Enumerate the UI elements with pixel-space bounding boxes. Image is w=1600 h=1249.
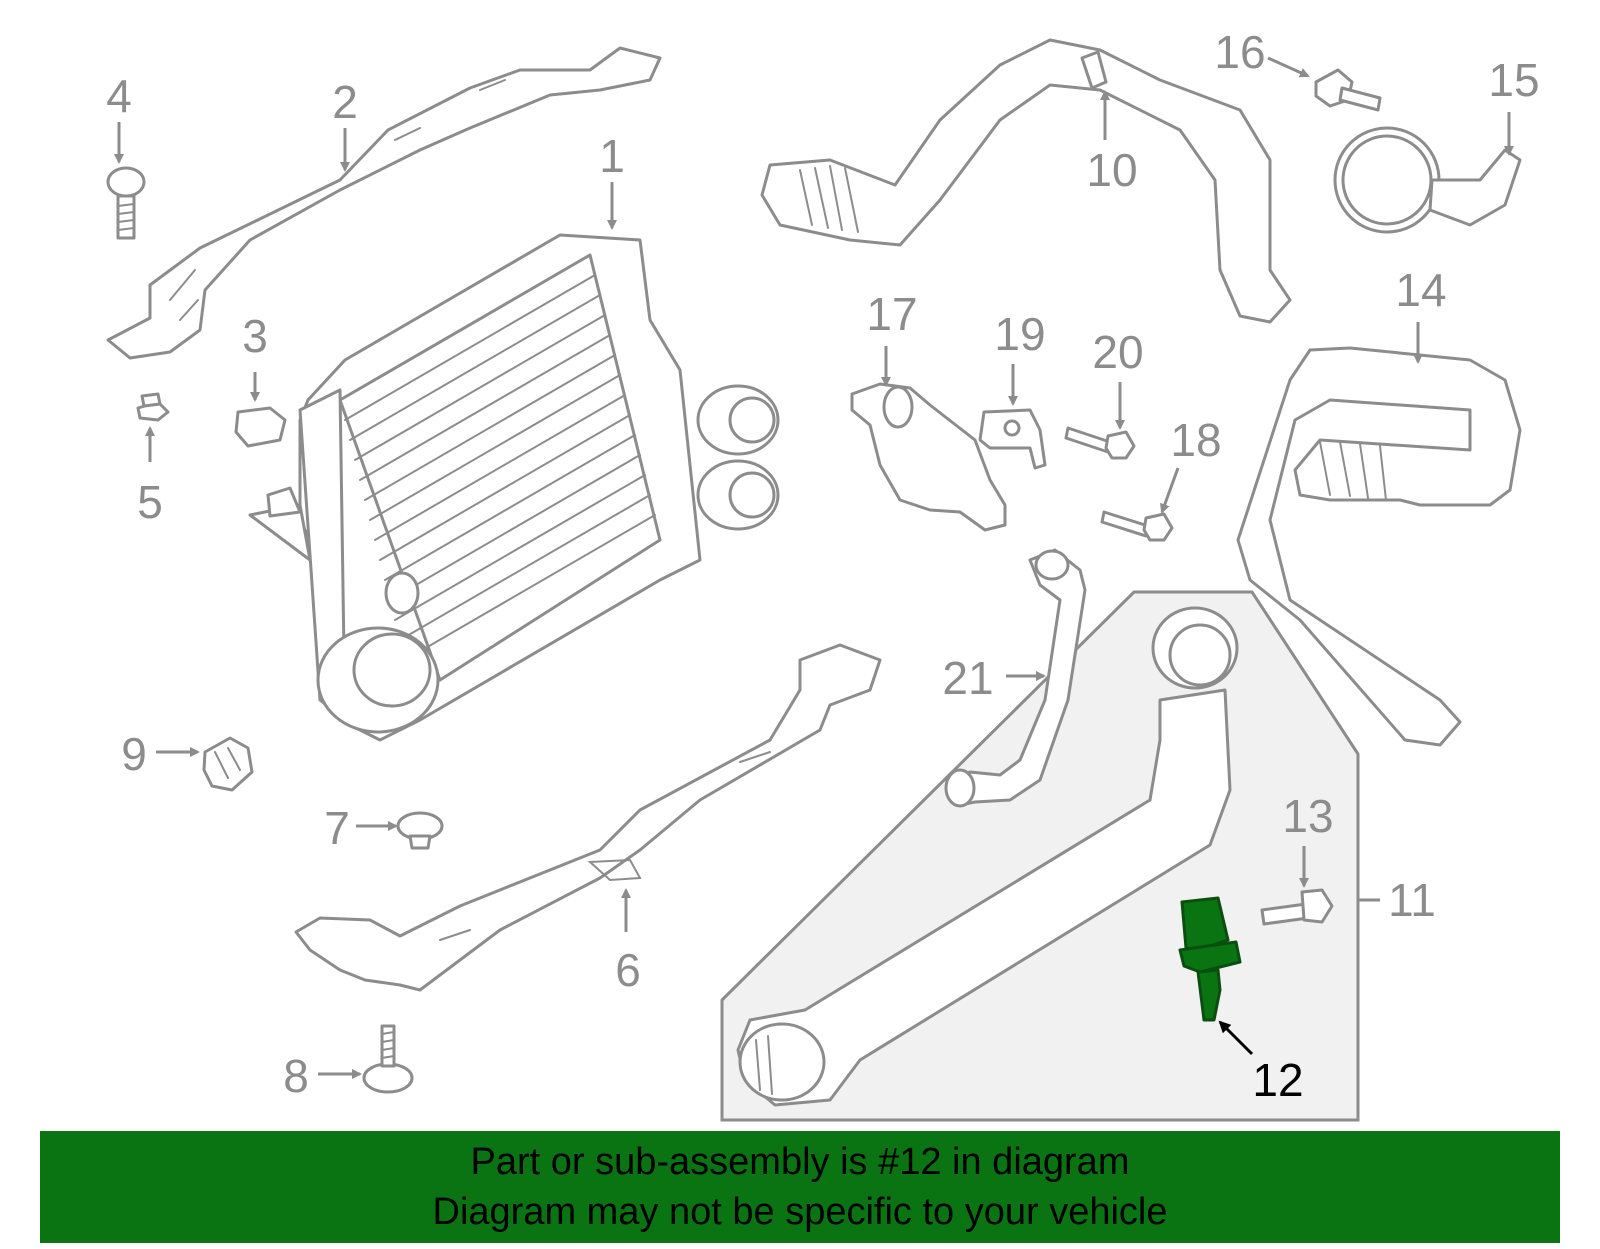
callout-12: 12 [1252, 1054, 1303, 1106]
part-14-tube [1236, 346, 1522, 747]
part-11-duct [736, 606, 1239, 1107]
callout-9: 9 [121, 728, 147, 780]
part-16-bolt [1314, 68, 1382, 112]
lower-bracket [294, 643, 882, 992]
part-4-bolt [106, 166, 146, 240]
callout-11: 11 [1388, 874, 1436, 926]
part-3-grommet [234, 406, 287, 448]
banner-line-2: Diagram may not be specific to your vehi… [432, 1191, 1168, 1233]
callout-5: 5 [137, 476, 163, 528]
callout-21: 21 [942, 652, 993, 704]
callout-8: 8 [283, 1050, 309, 1102]
lower-bracket-detail [439, 751, 771, 941]
callout-10: 10 [1086, 144, 1137, 196]
part-15-clamp [1333, 126, 1522, 234]
part-8-screw [362, 1024, 414, 1094]
part-20-bolt [1064, 426, 1136, 460]
part-9-grommet [202, 736, 254, 792]
callout-17: 17 [866, 288, 917, 340]
part-17-assembly [850, 382, 1007, 532]
callout-15: 15 [1488, 54, 1539, 106]
banner-line-1: Part or sub-assembly is #12 in diagram [470, 1141, 1130, 1183]
callout-1: 1 [599, 130, 625, 182]
callout-4: 4 [106, 70, 132, 122]
part-18-bolt [1100, 510, 1174, 542]
arrow-16 [1267, 56, 1310, 78]
upper-bracket-detail [169, 79, 506, 321]
callout-14: 14 [1395, 264, 1446, 316]
intercooler-core [248, 233, 780, 742]
callout-16: 16 [1214, 26, 1265, 78]
part-10-tube [760, 38, 1292, 324]
arrow-12 [1218, 1020, 1254, 1056]
callout-6: 6 [615, 944, 641, 996]
part-5-clip [136, 392, 170, 422]
callout-20: 20 [1092, 326, 1143, 378]
callout-3: 3 [242, 310, 268, 362]
upper-bracket [106, 46, 662, 360]
part-19-bracket [978, 408, 1047, 470]
part-13-bolt [1260, 888, 1334, 926]
callout-18: 18 [1170, 414, 1221, 466]
callout-2: 2 [332, 76, 358, 128]
arrow-18 [1160, 467, 1180, 514]
callout-19: 19 [994, 308, 1045, 360]
part-7-grommet [396, 811, 444, 850]
info-banner: Part or sub-assembly is #12 in diagram D… [40, 1131, 1560, 1243]
callout-7: 7 [324, 802, 350, 854]
callout-13: 13 [1282, 790, 1333, 842]
part-12-sensor [1178, 896, 1242, 1022]
part-21-hose [944, 548, 1087, 808]
